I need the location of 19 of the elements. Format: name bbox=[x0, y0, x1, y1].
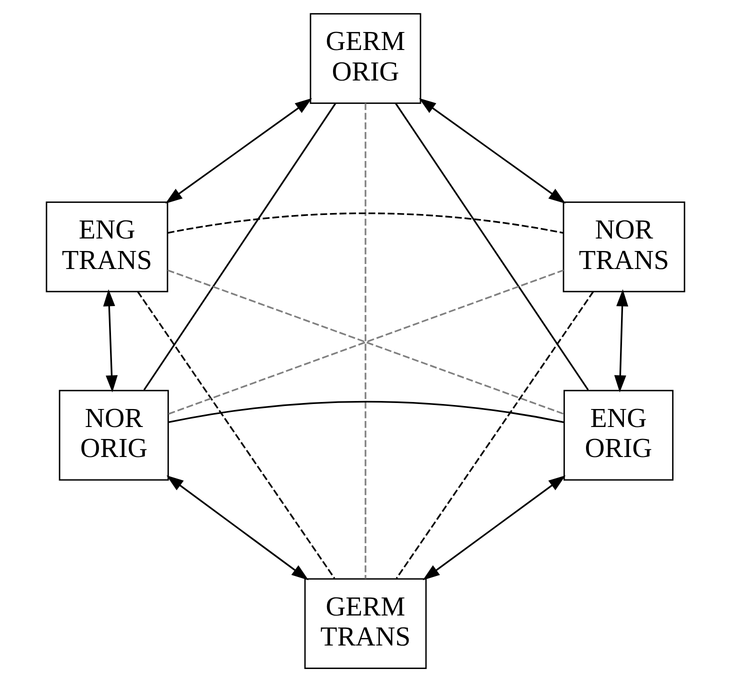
node-box: GERM TRANS bbox=[304, 578, 427, 669]
connector bbox=[167, 212, 564, 234]
arrow bbox=[103, 289, 118, 392]
arrow bbox=[422, 475, 566, 580]
connector bbox=[136, 291, 336, 579]
node-box: NOR TRANS bbox=[562, 201, 686, 292]
arrow bbox=[165, 98, 312, 204]
arrow bbox=[166, 475, 309, 580]
connector bbox=[143, 102, 336, 390]
node-box: ENG TRANS bbox=[46, 201, 168, 292]
arrow bbox=[614, 289, 628, 392]
node-box: ENG ORIG bbox=[564, 390, 674, 481]
connector bbox=[168, 400, 564, 424]
connector bbox=[394, 102, 589, 390]
connector bbox=[364, 103, 366, 579]
node-box: NOR ORIG bbox=[58, 390, 169, 481]
connector bbox=[396, 291, 594, 579]
arrow bbox=[418, 98, 566, 204]
node-box: GERM ORIG bbox=[310, 13, 422, 104]
